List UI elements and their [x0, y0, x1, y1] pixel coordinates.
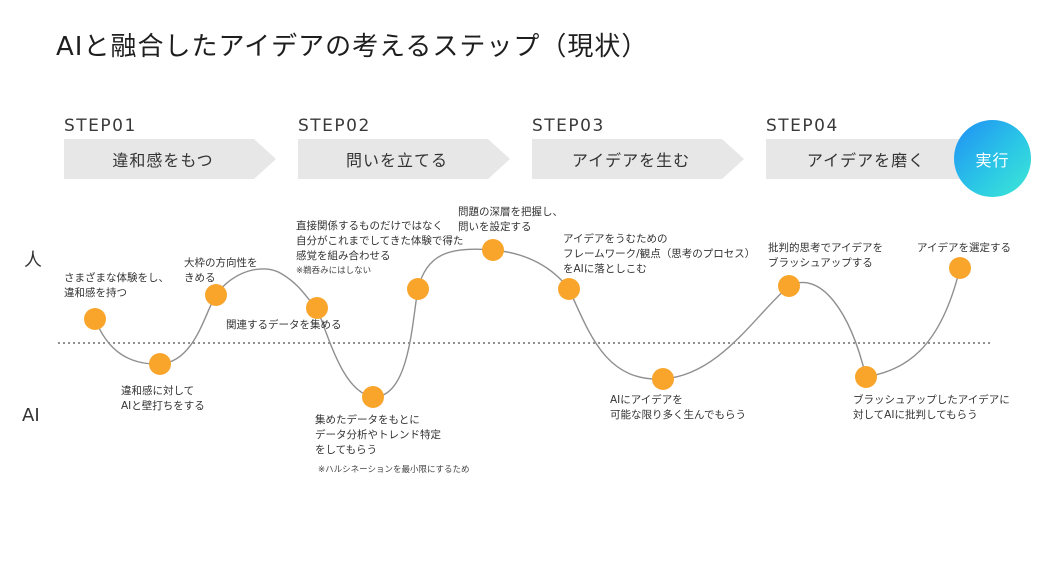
dot-step2-combine — [407, 278, 429, 300]
note-ai-analysis: 集めたデータをもとに データ分析やトレンド特定 をしてもらう — [315, 413, 441, 458]
note-experience: さまざまな体験をし、 違和感を持つ — [64, 271, 169, 301]
dot-step3-framework — [558, 278, 580, 300]
step-label-01: STEP01 — [64, 116, 137, 136]
step-label-03: STEP03 — [532, 116, 605, 136]
row-label-human: 人 — [24, 250, 42, 271]
step-label-04: STEP04 — [766, 116, 839, 136]
dot-step4-brushup — [778, 275, 800, 297]
execute-circle: 実行 — [954, 120, 1031, 197]
step-arrow-label: 問いを立てる — [345, 151, 448, 170]
note-line: 違和感を持つ — [64, 287, 127, 299]
page-title: AIと融合したアイデアの考えるステップ（現状） — [56, 32, 649, 62]
note-ai-critique: ブラッシュアップしたアイデアに 対してAIに批判してもらう — [853, 393, 1010, 423]
note-line: 感覚を組み合わせる — [296, 250, 391, 262]
note-line: ブラッシュアップする — [768, 257, 873, 269]
note-line: ※ハルシネーションを最小限にするため — [318, 465, 470, 475]
step-arrow-label: 違和感をもつ — [112, 151, 214, 170]
step-arrow-01: 違和感をもつ — [64, 139, 276, 179]
note-question: 問題の深層を把握し、 問いを設定する — [458, 205, 563, 235]
dot-step4-select — [949, 257, 971, 279]
note-subnote: ※鵜呑みにはしない — [296, 266, 372, 276]
step-label-02: STEP02 — [298, 116, 371, 136]
note-line: 集めたデータをもとに — [315, 414, 420, 426]
step-arrow-02: 問いを立てる — [298, 139, 510, 179]
note-combine-senses: 直接関係するものだけではなく 自分がこれまでしてきた体験で得た 感覚を組み合わせ… — [296, 219, 463, 279]
note-line: 対してAIに批判してもらう — [853, 409, 978, 421]
note-line: さまざまな体験をし、 — [64, 272, 169, 284]
note-ai-ideas: AIにアイデアを 可能な限り多く生んでもらう — [610, 393, 746, 423]
note-line: アイデアを選定する — [917, 242, 1011, 254]
row-label-ai: AI — [22, 405, 40, 426]
note-ai-sparring: 違和感に対して AIと壁打ちをする — [121, 384, 205, 414]
note-line: 違和感に対して — [121, 385, 195, 397]
note-framework: アイデアをうむための フレームワーク/観点（思考のプロセス） をAIに落としこむ — [563, 232, 755, 277]
note-line: をAIに落としこむ — [563, 263, 647, 275]
note-select: アイデアを選定する — [917, 241, 1011, 256]
note-line: 批判的思考でアイデアを — [768, 242, 883, 254]
dot-step2-question — [482, 239, 504, 261]
note-line: AIにアイデアを — [610, 394, 683, 406]
step-arrow-label: アイデアを磨く — [806, 151, 926, 170]
dot-step1-experience — [84, 308, 106, 330]
note-line: 問題の深層を把握し、 — [458, 206, 563, 218]
note-line: 自分がこれまでしてきた体験で得た — [296, 235, 464, 247]
dot-step2-ai-analysis — [362, 386, 384, 408]
note-direction: 大枠の方向性を きめる — [184, 256, 258, 286]
note-hallucination: ※ハルシネーションを最小限にするため — [318, 463, 470, 478]
note-collect-data: 関連するデータを集める — [226, 318, 342, 333]
note-line: データ分析やトレンド特定 — [315, 429, 441, 441]
dot-step3-ai-ideas — [652, 368, 674, 390]
note-line: 関連するデータを集める — [226, 319, 342, 331]
note-line: きめる — [184, 272, 216, 284]
note-line: フレームワーク/観点（思考のプロセス） — [563, 248, 756, 260]
note-line: 直接関係するものだけではなく — [296, 220, 443, 232]
note-line: をしてもらう — [315, 444, 378, 456]
dot-step1-ai-sparring — [149, 353, 171, 375]
note-line: AIと壁打ちをする — [121, 400, 205, 412]
note-brushup: 批判的思考でアイデアを ブラッシュアップする — [768, 241, 883, 271]
note-line: 可能な限り多く生んでもらう — [610, 409, 746, 421]
note-line: アイデアをうむための — [563, 233, 668, 245]
step-arrow-03: アイデアを生む — [532, 139, 744, 179]
note-line: 大枠の方向性を — [184, 257, 258, 269]
dot-step2-collect-data — [306, 297, 328, 319]
note-line: 問いを設定する — [458, 221, 532, 233]
dot-step4-ai-critique — [855, 366, 877, 388]
note-line: ブラッシュアップしたアイデアに — [853, 394, 1010, 406]
step-arrow-label: アイデアを生む — [571, 151, 691, 170]
step-arrow-04: アイデアを磨く — [766, 139, 970, 179]
dot-step1-direction — [205, 284, 227, 306]
